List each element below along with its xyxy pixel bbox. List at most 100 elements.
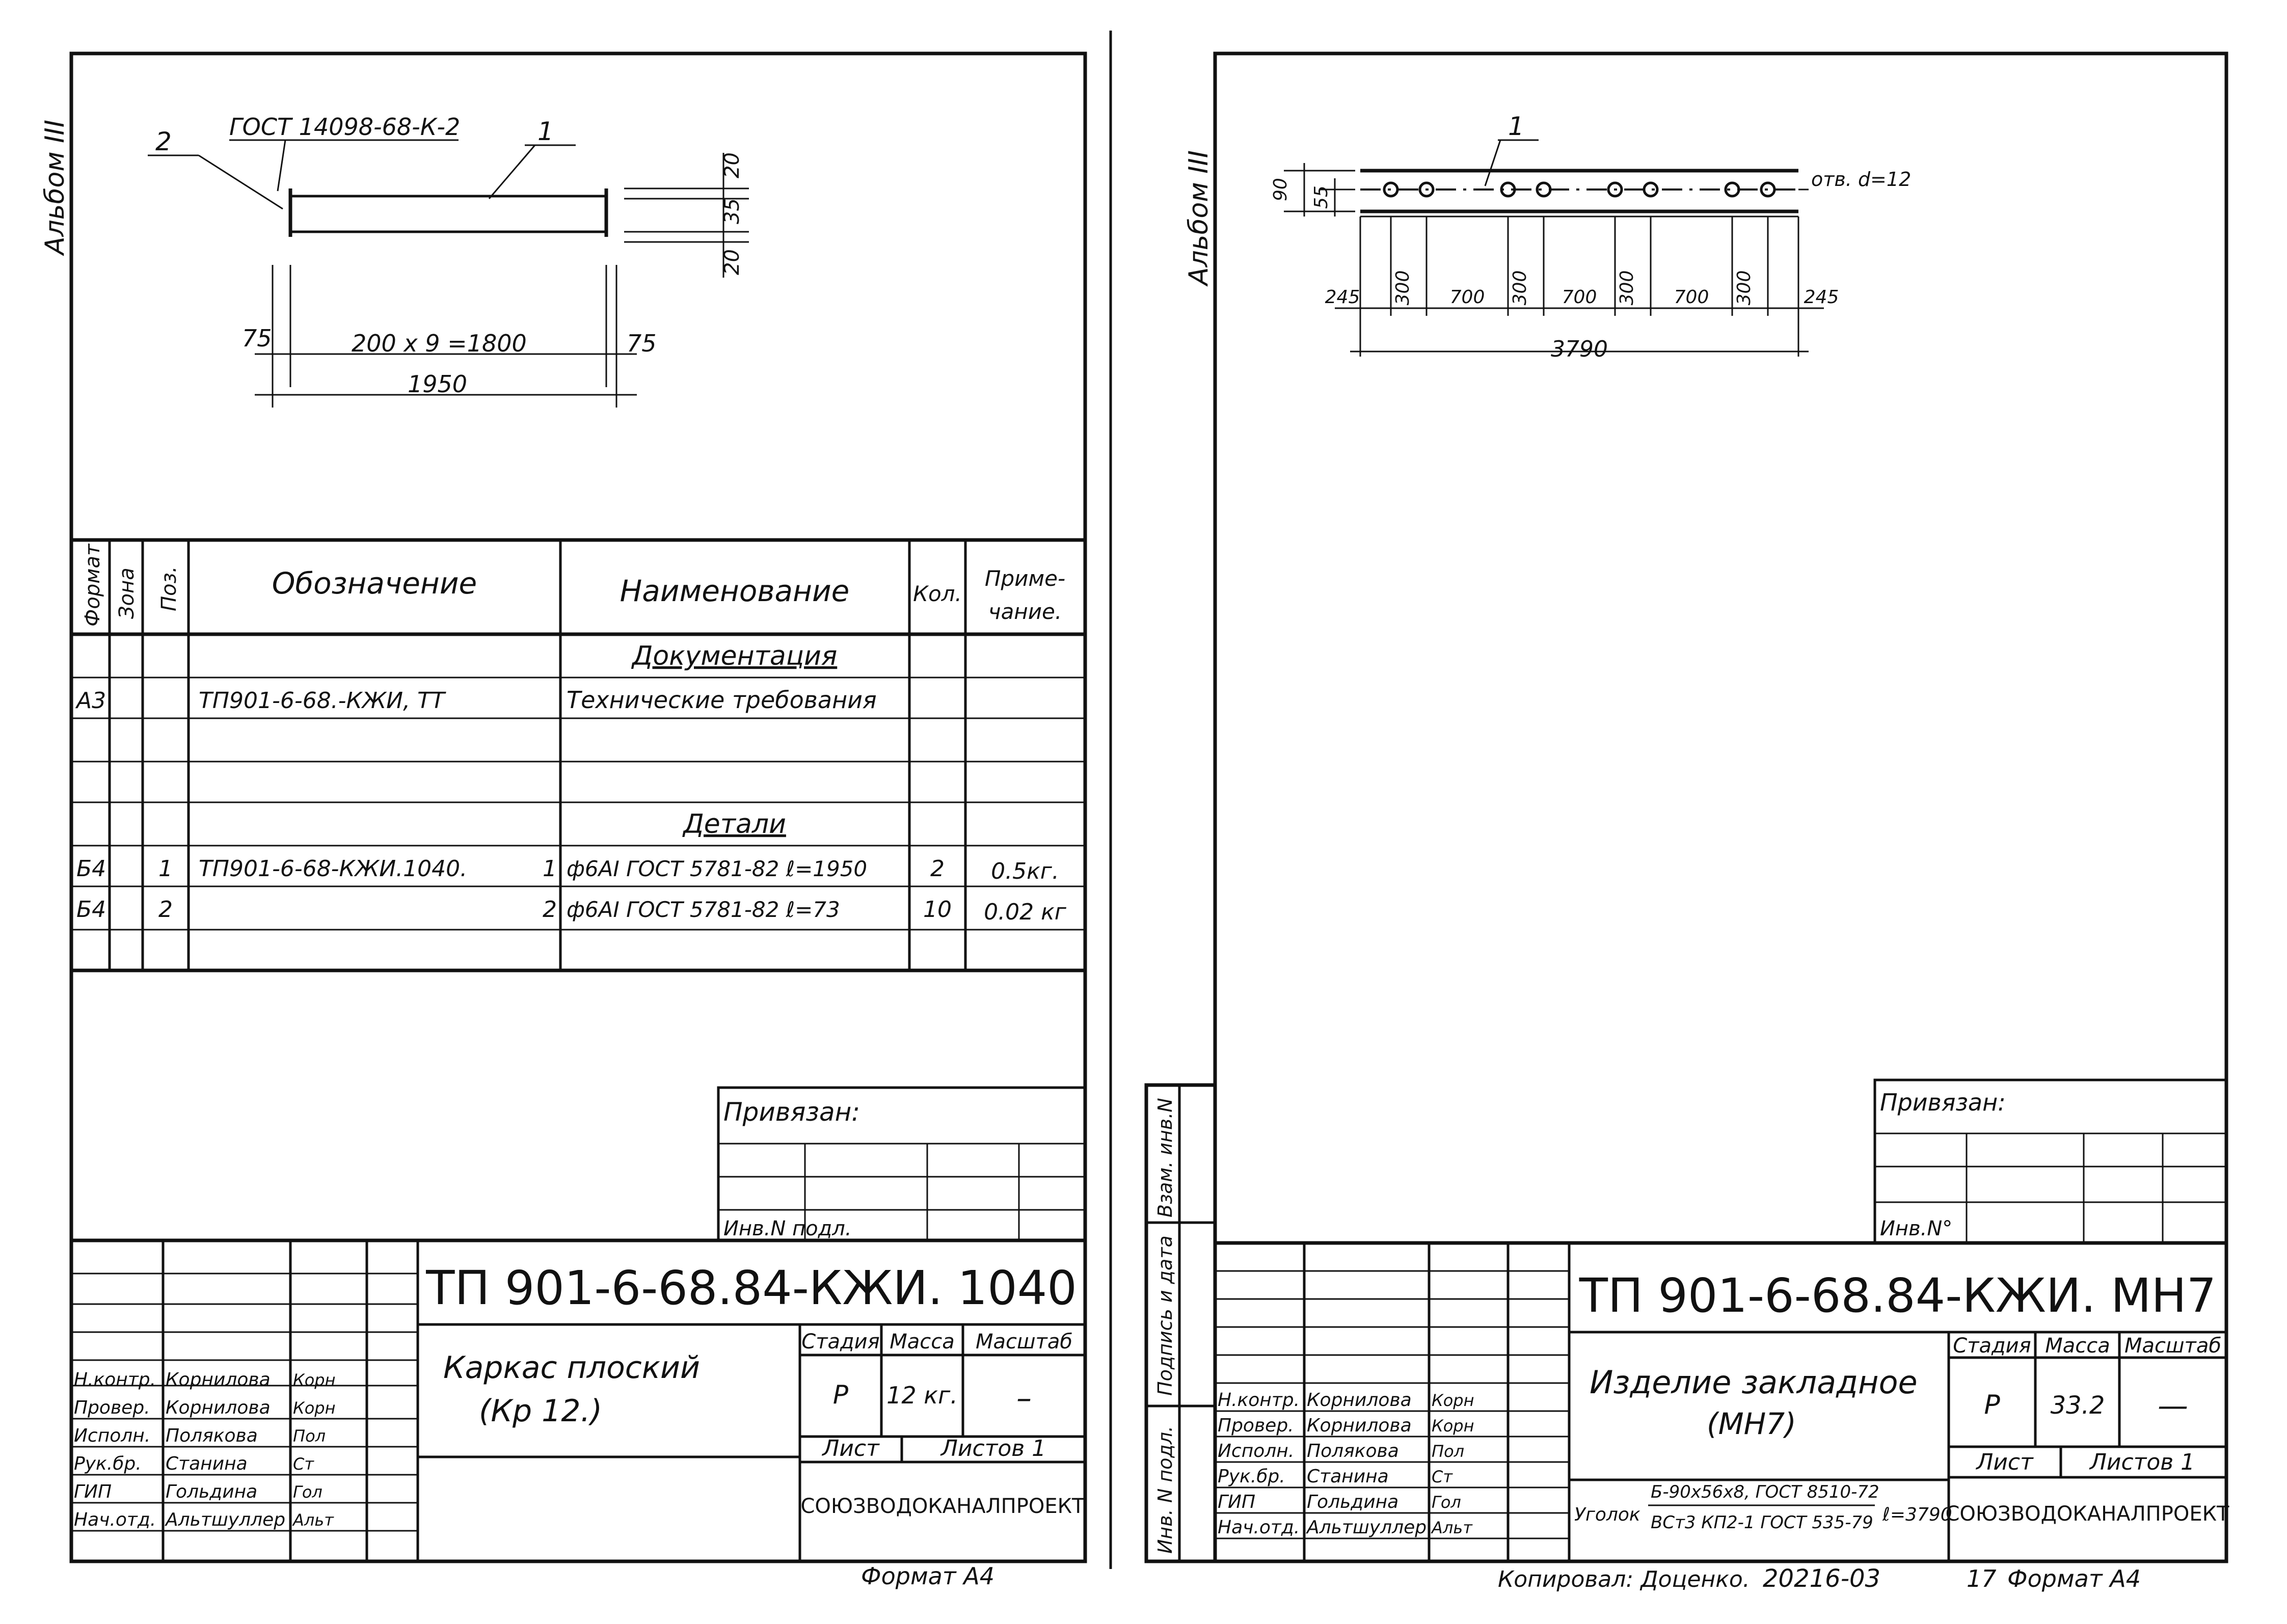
right-person-name: Альтшуллер <box>1306 1517 1427 1538</box>
bolt-hole <box>1536 181 1552 198</box>
left-dim-75-left: 75 <box>242 324 272 352</box>
bolt-hole <box>1383 181 1399 198</box>
chain-dim-label: 700 <box>1450 287 1485 308</box>
right-title-line1: Изделие закладное <box>1590 1364 1918 1401</box>
left-stage-value: Р <box>833 1380 849 1410</box>
right-pos1-label: 1 <box>1508 112 1524 141</box>
left-dim-total: 1950 <box>408 370 467 398</box>
bolt-hole <box>1418 181 1435 198</box>
left-album-label: Альбом III <box>40 120 70 256</box>
spec-header-note-1: Приме- <box>985 566 1065 591</box>
right-sheet: Взам. инв.N Подпись и дата Инв. N подл. … <box>1109 31 2230 1593</box>
left-scale-label: Масштаб <box>976 1330 1072 1354</box>
left-person-name: Корнилова <box>166 1369 271 1390</box>
right-side-vzam: Взам. инв.N <box>1154 1098 1176 1217</box>
left-privyazan-block: Привязан: Инв.N подл. <box>717 1086 1087 1242</box>
chain-dim-label: 300 <box>1510 270 1530 306</box>
chain-dim-label: 700 <box>1562 287 1597 308</box>
right-inv-no-label: Инв.N° <box>1880 1217 1952 1240</box>
left-org: СОЮЗВОДОКАНАЛПРОЕКТ <box>801 1495 1085 1518</box>
right-person-name: Корнилова <box>1307 1390 1412 1411</box>
spec-row2-qty: 2 <box>930 856 945 882</box>
spec-row1-name: Технические требования <box>567 686 877 714</box>
spec-row3-name: ф6АI ГОСТ 5781-82 ℓ=73 <box>567 897 840 922</box>
right-holes <box>1383 181 1776 198</box>
left-person-role: ГИП <box>74 1481 112 1502</box>
right-doc-code: ТП 901-6-68.84-КЖИ. МН7 <box>1579 1268 2217 1323</box>
right-material-line1: Б-90х56х8, ГОСТ 8510-72 <box>1651 1482 1879 1502</box>
left-dim-inner: 200 x 9 =1800 <box>352 330 527 357</box>
left-dim-20-top: 20 <box>720 152 744 178</box>
spec-row3-pos: 2 <box>158 897 173 923</box>
left-mass-label: Масса <box>890 1330 955 1354</box>
left-dim-35: 35 <box>720 198 744 224</box>
right-person-signature: Пол <box>1432 1442 1464 1461</box>
chain-dim-label: 245 <box>1325 287 1360 308</box>
right-title-block: ТП 901-6-68.84-КЖИ. МН7 Изделие закладно… <box>1215 1241 2230 1593</box>
left-sheet-label: Лист <box>821 1436 880 1461</box>
left-pos2-label: 2 <box>155 127 172 156</box>
right-title-line2: (МН7) <box>1707 1406 1796 1441</box>
right-person-name: Полякова <box>1307 1441 1399 1461</box>
left-inv-podl-label: Инв.N подл. <box>723 1217 852 1240</box>
right-sheets-label: Листов 1 <box>2089 1449 2195 1475</box>
spec-row3-format: Б4 <box>76 897 106 923</box>
right-privyazan-label: Привязан: <box>1880 1089 2006 1116</box>
right-dim-90: 90 <box>1270 178 1291 201</box>
left-person-signature: Альт <box>292 1510 334 1530</box>
right-scale-value: — <box>2158 1388 2188 1424</box>
spec-header-pos: Поз. <box>157 566 181 611</box>
right-dim-55: 55 <box>1311 185 1332 209</box>
left-title-block: ТП 901-6-68.84-КЖИ. 1040 Каркас плоский … <box>71 1238 1085 1590</box>
spec-row2-name: ф6АI ГОСТ 5781-82 ℓ=1950 <box>567 856 867 881</box>
right-stage-label: Стадия <box>1953 1334 2031 1358</box>
left-person-signature: Гол <box>293 1482 322 1502</box>
right-pos1-leader <box>1484 140 1501 186</box>
left-person-signature: Корн <box>293 1370 336 1390</box>
right-person-signature: Корн <box>1432 1391 1474 1410</box>
right-person-signature: Гол <box>1432 1493 1461 1512</box>
left-title-line1: Каркас плоский <box>443 1350 700 1386</box>
left-gost-leader <box>277 140 286 192</box>
right-copied: Копировал: Доценко. <box>1498 1566 1750 1592</box>
spec-row1-format: А3 <box>75 688 106 714</box>
right-hole-label: отв. d=12 <box>1811 168 1911 191</box>
right-privyazan-block: Привязан: Инв.N° <box>1873 1078 2228 1244</box>
right-side-podpis: Подпись и дата <box>1154 1235 1176 1396</box>
left-person-name: Альтшуллер <box>165 1509 285 1530</box>
right-org: СОЮЗВОДОКАНАЛПРОЕКТ <box>1946 1502 2230 1526</box>
spec-header-format: Формат <box>81 543 104 627</box>
right-format: Формат А4 <box>2007 1565 2141 1592</box>
right-person-role: ГИП <box>1218 1492 1255 1512</box>
left-title-line2: (Кр 12.) <box>479 1393 602 1429</box>
left-stage-label: Стадия <box>801 1330 879 1354</box>
spec-section-documentation: Документация <box>631 641 837 671</box>
left-sheets-label: Листов 1 <box>940 1436 1046 1461</box>
left-person-signature: Пол <box>293 1426 326 1446</box>
bolt-hole <box>1724 181 1740 198</box>
left-sheet: Альбом III ГОСТ 14098-68-К-2 2 1 20 35 2… <box>40 51 1087 1590</box>
spec-row2-desig-num: 1 <box>543 856 557 882</box>
chain-dim-label: 300 <box>1617 270 1637 306</box>
spec-header-note-2: чание. <box>988 599 1062 624</box>
right-album-label: Альбом III <box>1183 150 1214 287</box>
right-material-length: ℓ=3790 <box>1882 1504 1952 1525</box>
spec-row3-note: 0.02 кг <box>984 899 1067 925</box>
spec-header-zone: Зона <box>115 567 139 619</box>
spec-header-designation: Обозначение <box>272 566 477 601</box>
right-person-role: Н.контр. <box>1218 1390 1300 1411</box>
spec-row1-designation: ТП901-6-68.-КЖИ, ТТ <box>199 688 446 714</box>
right-stage-value: Р <box>1984 1390 2000 1420</box>
right-person-signature: Ст <box>1432 1467 1453 1486</box>
right-person-role: Провер. <box>1218 1415 1294 1436</box>
left-person-signature: Корн <box>293 1398 336 1418</box>
right-person-name: Корнилова <box>1307 1415 1412 1436</box>
right-person-role: Нач.отд. <box>1218 1517 1300 1538</box>
chain-dim-label: 300 <box>1392 270 1413 306</box>
left-privyazan-label: Привязан: <box>723 1097 860 1127</box>
right-sheet-label: Лист <box>1975 1449 2034 1475</box>
